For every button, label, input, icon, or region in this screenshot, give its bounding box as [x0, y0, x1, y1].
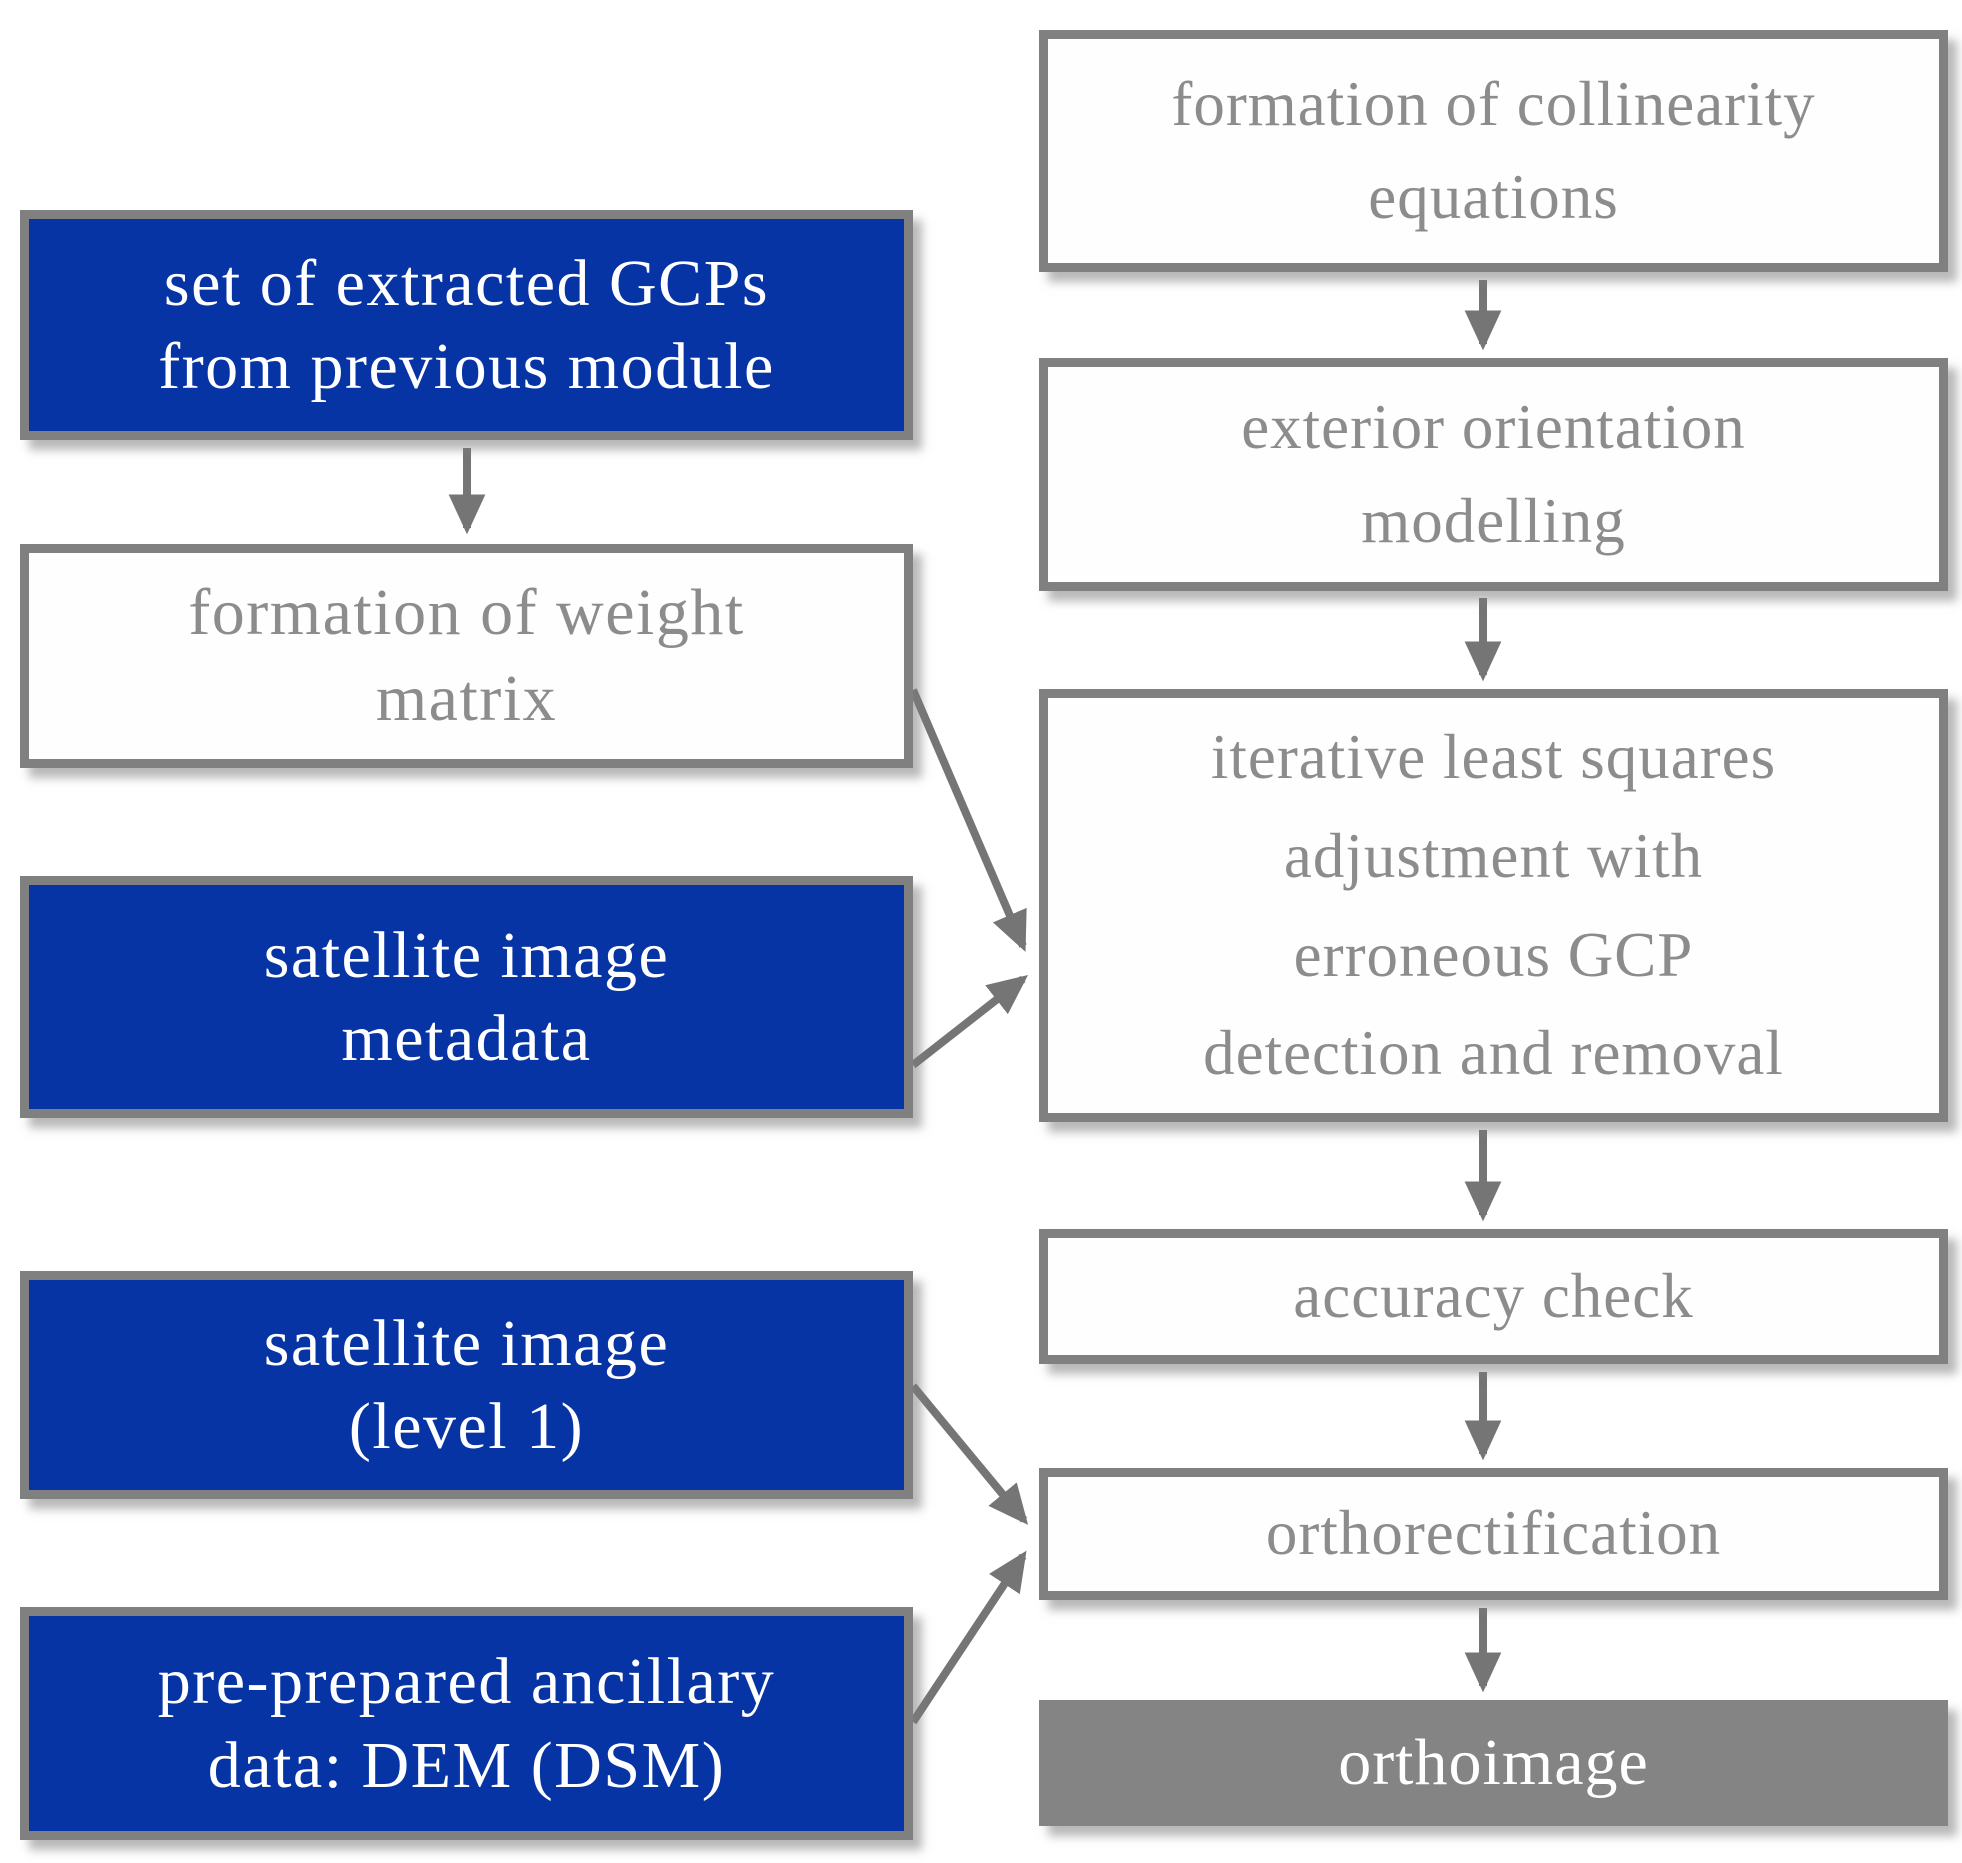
arrow-weight-to-iterative [909, 688, 1027, 952]
arrow-level1-to-orthorect [909, 1383, 1029, 1525]
node-satellite-metadata: satellite image metadata [20, 876, 913, 1118]
arrow-metadata-to-iterative [910, 975, 1029, 1069]
node-weight-matrix: formation of weight matrix [20, 544, 913, 768]
node-satellite-level1: satellite image (level 1) [20, 1271, 913, 1499]
node-accuracy-check: accuracy check [1039, 1229, 1948, 1364]
node-collinearity-equations: formation of collinearity equations [1039, 30, 1948, 272]
arrow-ancillary-to-orthorect [909, 1550, 1027, 1725]
node-ancillary-data: pre-prepared ancillary data: DEM (DSM) [20, 1607, 913, 1840]
node-gcp-set: set of extracted GCPs from previous modu… [20, 210, 913, 440]
node-exterior-orientation: exterior orientation modelling [1039, 358, 1948, 591]
node-iterative-adjustment: iterative least squares adjustment with … [1039, 689, 1948, 1122]
node-orthoimage: orthoimage [1039, 1700, 1948, 1826]
node-orthorectification: orthorectification [1039, 1468, 1948, 1600]
